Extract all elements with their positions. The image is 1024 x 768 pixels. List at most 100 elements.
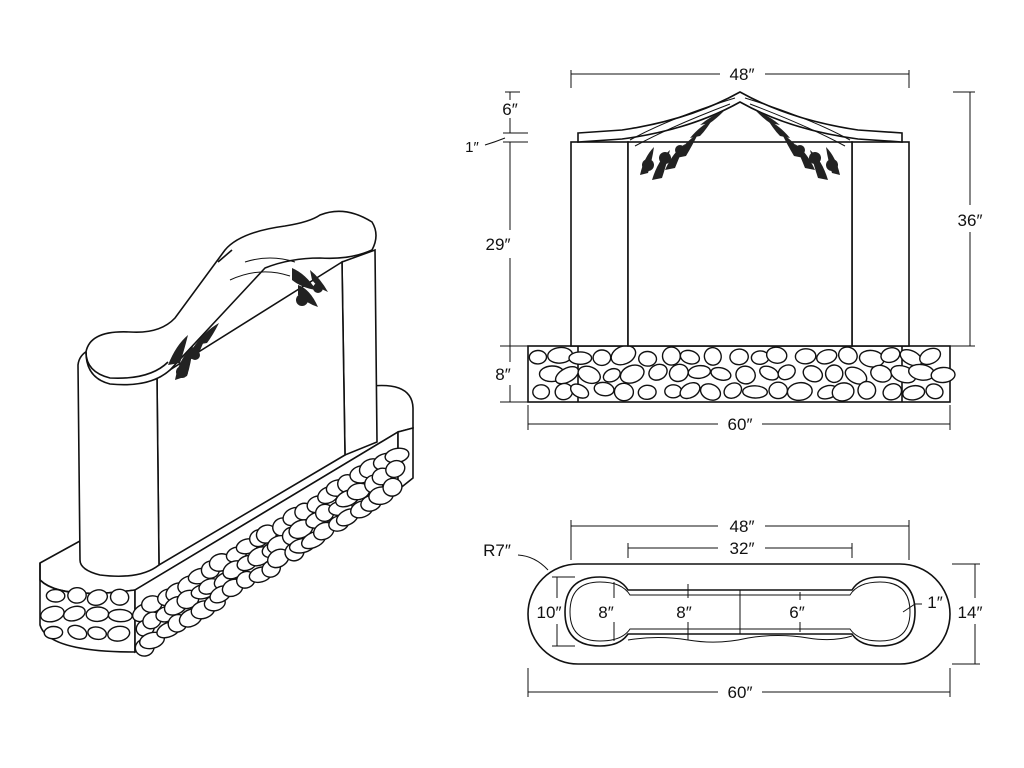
elev-one-label: 1″ xyxy=(465,139,479,156)
cobblestone xyxy=(768,381,789,400)
dim-plan-base-width: 60″ xyxy=(527,668,951,702)
elevation-cap xyxy=(577,91,903,143)
cobblestone xyxy=(67,586,87,604)
cobblestone xyxy=(777,364,796,381)
plan-view: 48″ 32″ R7″ 10″ 8″ 8″ xyxy=(483,517,982,702)
elev-body-label: 29″ xyxy=(486,235,511,254)
cobblestone xyxy=(664,384,683,399)
elevation-right-column xyxy=(851,141,910,347)
plan-base-width-label: 60″ xyxy=(728,683,753,702)
cobblestone xyxy=(637,384,657,401)
dim-plan-gap: 1″ xyxy=(902,593,943,613)
cobblestone xyxy=(742,385,768,399)
cobblestone xyxy=(703,346,722,366)
plan-top-width-label: 48″ xyxy=(730,517,755,536)
cobblestone xyxy=(532,384,551,400)
plan-gap-label: 1″ xyxy=(927,593,942,612)
plan-inner-width-label: 32″ xyxy=(730,539,755,558)
cobblestone xyxy=(824,364,844,384)
dim-plan-depth-left: 10″ xyxy=(537,576,575,647)
elev-height-label: 36″ xyxy=(958,211,983,230)
cobblestone xyxy=(107,608,133,623)
cobblestone xyxy=(759,365,780,381)
dim-elev-top-width: 48″ xyxy=(570,65,910,88)
elev-base-width-label: 60″ xyxy=(728,415,753,434)
cobblestone xyxy=(699,383,722,401)
cobblestone xyxy=(62,605,86,622)
dim-plan-radius: R7″ xyxy=(483,541,549,571)
cobblestone xyxy=(661,346,682,366)
elevation-left-column xyxy=(570,141,629,347)
cobblestone xyxy=(710,366,732,381)
plan-depth-right-label: 14″ xyxy=(958,603,983,622)
cobblestone xyxy=(902,384,926,401)
cobblestone xyxy=(569,383,590,399)
cobblestone xyxy=(87,626,108,641)
cobblestone xyxy=(870,364,893,383)
iso-flower-carving-left xyxy=(168,323,219,380)
cobblestone xyxy=(837,346,858,365)
cobblestone xyxy=(687,364,712,380)
plan-depth-left-label: 10″ xyxy=(537,603,562,622)
cobblestone xyxy=(40,605,65,623)
cobblestone xyxy=(613,382,635,402)
elevation-tablet xyxy=(627,141,853,347)
cobblestone xyxy=(109,588,130,606)
cobblestone xyxy=(86,589,109,607)
cobblestone xyxy=(816,348,838,365)
cobblestone xyxy=(729,348,749,366)
cobblestone xyxy=(880,347,901,364)
cobblestone xyxy=(648,363,668,381)
dim-elev-height: 36″ xyxy=(950,91,983,347)
cobblestone xyxy=(610,344,637,366)
cobblestone xyxy=(930,366,956,384)
cobblestone xyxy=(43,625,64,640)
dim-plan-lobe-left: 8″ xyxy=(598,582,615,641)
cobblestone xyxy=(679,349,701,365)
cobblestone xyxy=(107,625,131,642)
cobblestone xyxy=(45,588,66,603)
plan-radius-label: R7″ xyxy=(483,541,511,560)
cobblestone xyxy=(735,365,756,385)
dim-elev-base-width: 60″ xyxy=(527,405,951,434)
cobblestone xyxy=(831,382,855,402)
elev-base-label: 8″ xyxy=(495,365,510,384)
cobblestone xyxy=(554,366,580,385)
cobblestone xyxy=(382,477,403,497)
cobblestone xyxy=(765,346,788,364)
elevation-flower-carving-right xyxy=(744,97,851,180)
isometric-view xyxy=(39,210,414,657)
dim-plan-depth-right: 14″ xyxy=(952,563,983,665)
cobblestone xyxy=(638,350,658,367)
cobblestone xyxy=(619,364,645,384)
dim-elev-left-stack: 6″ 1″ 29″ 8″ xyxy=(465,91,528,403)
cobblestone xyxy=(528,349,548,365)
iso-base-stone-pattern xyxy=(40,447,410,657)
elev-cap-label: 6″ xyxy=(502,100,517,119)
cobblestone xyxy=(602,367,621,383)
cobblestone xyxy=(925,383,944,400)
cobblestone xyxy=(67,624,88,640)
cobblestone xyxy=(385,459,406,479)
cobblestone xyxy=(85,606,110,623)
dim-plan-mid-right: 6″ xyxy=(789,592,805,632)
cobblestone xyxy=(794,348,817,365)
cobblestone xyxy=(577,365,601,385)
cobblestone xyxy=(592,349,612,367)
cobblestone xyxy=(568,351,593,365)
plan-lobe-left-label: 8″ xyxy=(598,603,613,622)
cobblestone xyxy=(857,380,877,400)
cobblestone xyxy=(786,381,813,402)
elev-top-width-label: 48″ xyxy=(730,65,755,84)
dim-plan-top-width: 48″ xyxy=(570,517,910,560)
dim-plan-mid-left: 8″ xyxy=(676,584,692,640)
dim-plan-inner-width: 32″ xyxy=(627,539,853,558)
elevation-base-stone-pattern xyxy=(528,344,956,402)
front-elevation-view: 48″ 36″ 6″ 1″ 29″ 8″ xyxy=(465,65,982,434)
cobblestone xyxy=(668,363,689,383)
plan-mid-left-label: 8″ xyxy=(676,603,691,622)
cobblestone xyxy=(723,382,743,399)
iso-flower-carving-right xyxy=(229,257,328,307)
cobblestone xyxy=(919,347,942,366)
